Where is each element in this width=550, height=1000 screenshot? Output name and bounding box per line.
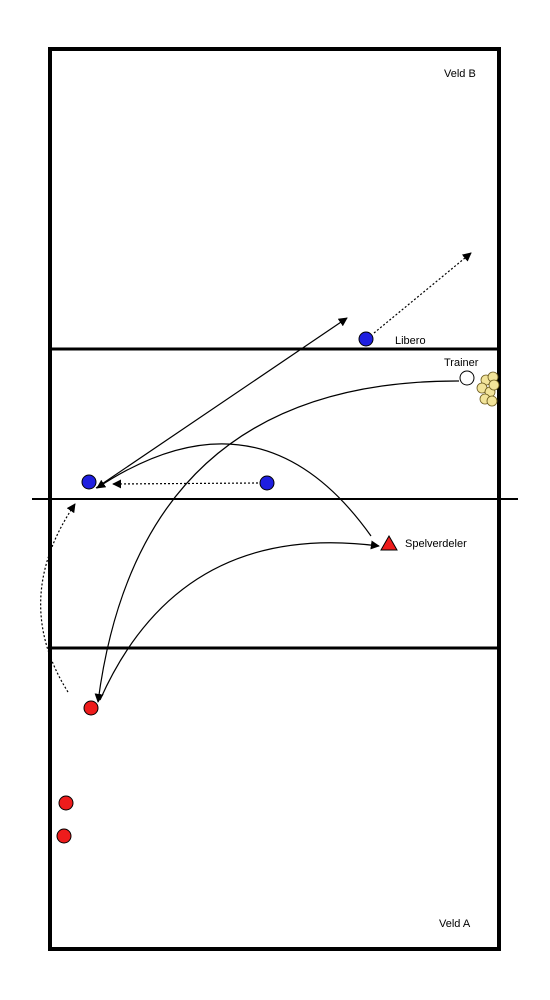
libero-player (358, 331, 374, 347)
player-red-receiver (83, 700, 99, 716)
field-label-bottom: Veld A (439, 918, 471, 930)
libero-run-arrow (373, 252, 472, 334)
player-red-waiting-2 (56, 828, 72, 844)
player-run-arrow (112, 479, 259, 489)
pass-arrow-to-backcourt (95, 317, 348, 489)
player-red-waiting-1 (58, 795, 74, 811)
player-blue-left (81, 474, 97, 490)
trainer-serve-arc (94, 380, 460, 703)
trainer-marker (459, 370, 475, 386)
setter-triangle-icon (380, 534, 398, 551)
receive-to-setter-arc (99, 540, 380, 701)
trainer-label: Trainer (444, 357, 479, 369)
setter-to-player-arc (96, 443, 372, 537)
volleyball-cluster-icon (476, 371, 500, 407)
player-blue-center (259, 475, 275, 491)
setter-label: Spelverdeler (405, 538, 467, 550)
player-approach-arc (40, 503, 76, 693)
field-label-top: Veld B (444, 68, 476, 80)
libero-label: Libero (395, 335, 426, 347)
